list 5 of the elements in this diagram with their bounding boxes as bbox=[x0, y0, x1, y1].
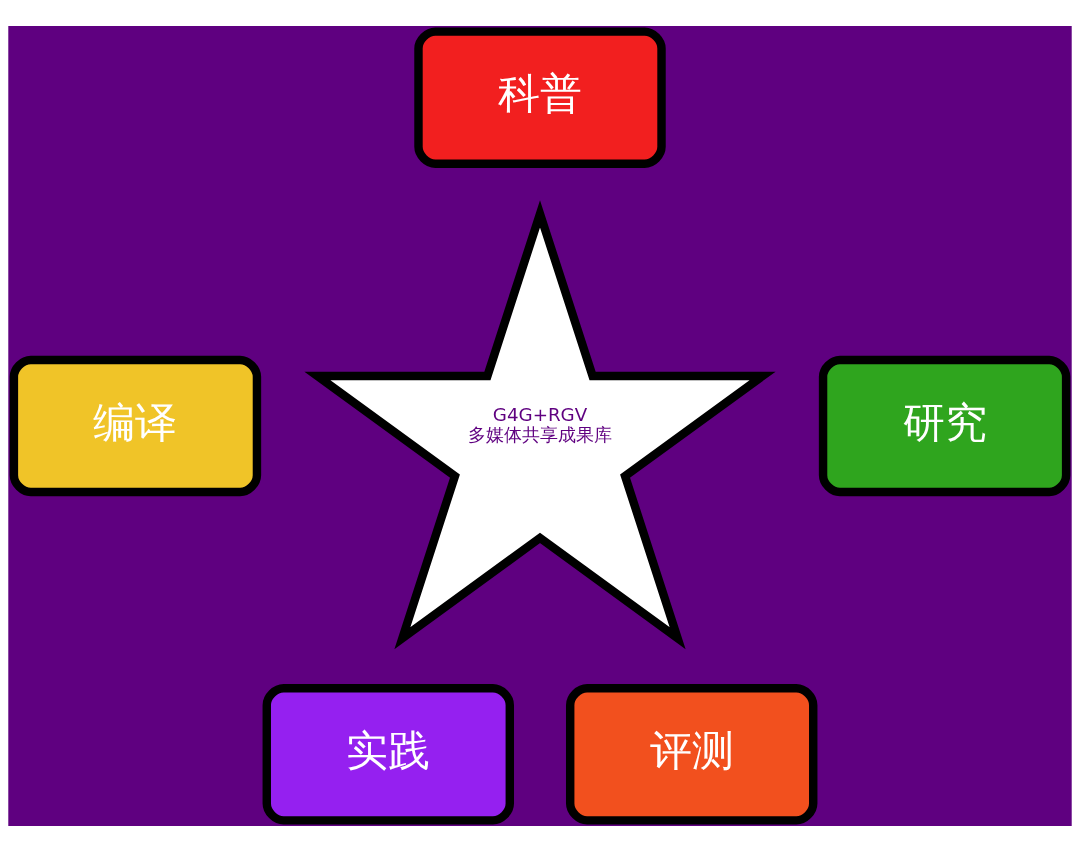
node-box: 编译 bbox=[9, 355, 262, 496]
node-box: 科普 bbox=[414, 26, 666, 168]
node-box: 实践 bbox=[262, 683, 514, 825]
node-box: 评测 bbox=[566, 683, 818, 825]
node-box: 研究 bbox=[818, 355, 1071, 496]
